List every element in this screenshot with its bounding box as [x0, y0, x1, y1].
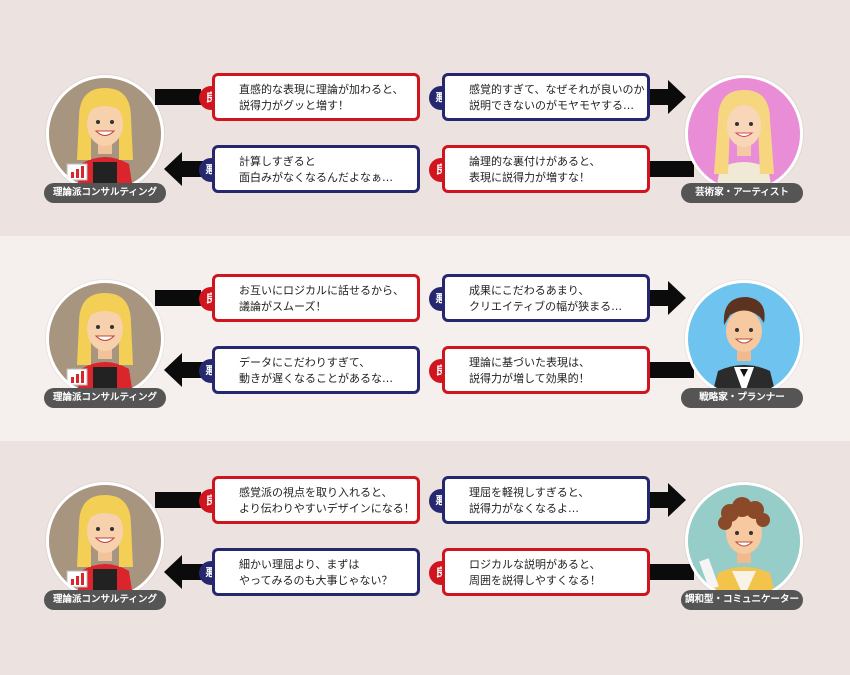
- relationship-section-3: 理論派コンサルティング 良 感覚派の視点を取り入れると、 より伝わりやすいデザイ…: [0, 476, 850, 636]
- planner-avatar: [685, 280, 803, 398]
- speech-bubble-bad: 理屈を軽視しすぎると、 説得力がなくなるよ…: [442, 476, 650, 524]
- arrow-right-icon: [668, 80, 686, 114]
- arrow-left-icon: [164, 152, 182, 186]
- arrow-left-icon: [164, 353, 182, 387]
- planner-name-badge: 戦略家・プランナー: [681, 388, 803, 408]
- arrow-shaft: [155, 290, 201, 306]
- bubble-text-line: 成果にこだわるあまり、: [469, 284, 590, 297]
- arrow-shaft: [650, 362, 694, 378]
- bubble-text-line: 周囲を説得しやすくなる！: [469, 574, 601, 587]
- bubble-text-line: 論理的な裏付けがあると、: [469, 155, 601, 168]
- bubble-text-line: 感覚派の視点を取り入れると、: [239, 486, 393, 499]
- speech-bubble-bad: データにこだわりすぎて、 動きが遅くなることがあるな…: [212, 346, 420, 394]
- bubble-text-line: お互いにロジカルに話せるから、: [239, 284, 404, 297]
- arrow-shaft: [650, 290, 670, 306]
- artist-name-badge: 芸術家・アーティスト: [681, 183, 803, 203]
- speech-bubble-good: 感覚派の視点を取り入れると、 より伝わりやすいデザインになる！: [212, 476, 420, 524]
- arrow-right-icon: [668, 483, 686, 517]
- bubble-text-line: データにこだわりすぎて、: [239, 356, 371, 369]
- bubble-text-line: より伝わりやすいデザインになる！: [239, 502, 415, 515]
- bubble-text-line: 動きが遅くなることがあるな…: [239, 372, 393, 385]
- consultant-name-badge: 理論派コンサルティング: [44, 183, 166, 203]
- arrow-left-icon: [164, 555, 182, 589]
- arrow-shaft: [650, 492, 670, 508]
- arrow-shaft: [650, 161, 694, 177]
- arrow-right-icon: [668, 281, 686, 315]
- speech-bubble-bad: 細かい理屈より、まずは やってみるのも大事じゃない？: [212, 548, 420, 596]
- speech-bubble-good: 論理的な裏付けがあると、 表現に説得力が増すな！: [442, 145, 650, 193]
- consultant-name-badge: 理論派コンサルティング: [44, 388, 166, 408]
- consultant-name-badge: 理論派コンサルティング: [44, 590, 166, 610]
- arrow-shaft: [650, 564, 694, 580]
- bubble-text-line: 面白みがなくなるんだよなぁ…: [239, 171, 393, 184]
- bubble-text-line: 理論に基づいた表現は、: [469, 356, 590, 369]
- consultant-avatar: [46, 75, 164, 193]
- bubble-text-line: 説得力がなくなるよ…: [469, 502, 579, 515]
- speech-bubble-good: お互いにロジカルに話せるから、 議論がスムーズ！: [212, 274, 420, 322]
- speech-bubble-good: ロジカルな説明があると、 周囲を説得しやすくなる！: [442, 548, 650, 596]
- relationship-section-1: 理論派コンサルティング 良 直感的な表現に理論が加わると、 説得力がグッと増す！…: [0, 73, 850, 233]
- bubble-text-line: 細かい理屈より、まずは: [239, 558, 360, 571]
- communicator-name-badge: 調和型・コミュニケーター: [681, 590, 803, 610]
- bubble-text-line: 議論がスムーズ！: [239, 300, 327, 313]
- bubble-text-line: クリエイティブの幅が狭まる…: [469, 300, 623, 313]
- bubble-text-line: 直感的な表現に理論が加わると、: [239, 83, 404, 96]
- bubble-text-line: 説得力がグッと増す！: [239, 99, 349, 112]
- speech-bubble-bad: 計算しすぎると 面白みがなくなるんだよなぁ…: [212, 145, 420, 193]
- bubble-text-line: 計算しすぎると: [239, 155, 316, 168]
- speech-bubble-good: 理論に基づいた表現は、 説得力が増して効果的！: [442, 346, 650, 394]
- arrow-shaft: [155, 89, 201, 105]
- relationship-section-2: 理論派コンサルティング 良 お互いにロジカルに話せるから、 議論がスムーズ！ 悪…: [0, 274, 850, 434]
- communicator-avatar: [685, 482, 803, 600]
- speech-bubble-bad: 感覚的すぎて、なぜそれが良いのか 説明できないのがモヤモヤする…: [442, 73, 650, 121]
- bubble-text-line: ロジカルな説明があると、: [469, 558, 601, 571]
- bubble-text-line: 表現に説得力が増すな！: [469, 171, 590, 184]
- consultant-avatar: [46, 482, 164, 600]
- bubble-text-line: 説明できないのがモヤモヤする…: [469, 99, 634, 112]
- arrow-shaft: [650, 89, 670, 105]
- arrow-shaft: [155, 492, 201, 508]
- bubble-text-line: 理屈を軽視しすぎると、: [469, 486, 590, 499]
- artist-avatar: [685, 75, 803, 193]
- bubble-text-line: 感覚的すぎて、なぜそれが良いのか: [469, 83, 645, 96]
- speech-bubble-good: 直感的な表現に理論が加わると、 説得力がグッと増す！: [212, 73, 420, 121]
- consultant-avatar: [46, 280, 164, 398]
- bubble-text-line: やってみるのも大事じゃない？: [239, 574, 393, 587]
- speech-bubble-bad: 成果にこだわるあまり、 クリエイティブの幅が狭まる…: [442, 274, 650, 322]
- bubble-text-line: 説得力が増して効果的！: [469, 372, 590, 385]
